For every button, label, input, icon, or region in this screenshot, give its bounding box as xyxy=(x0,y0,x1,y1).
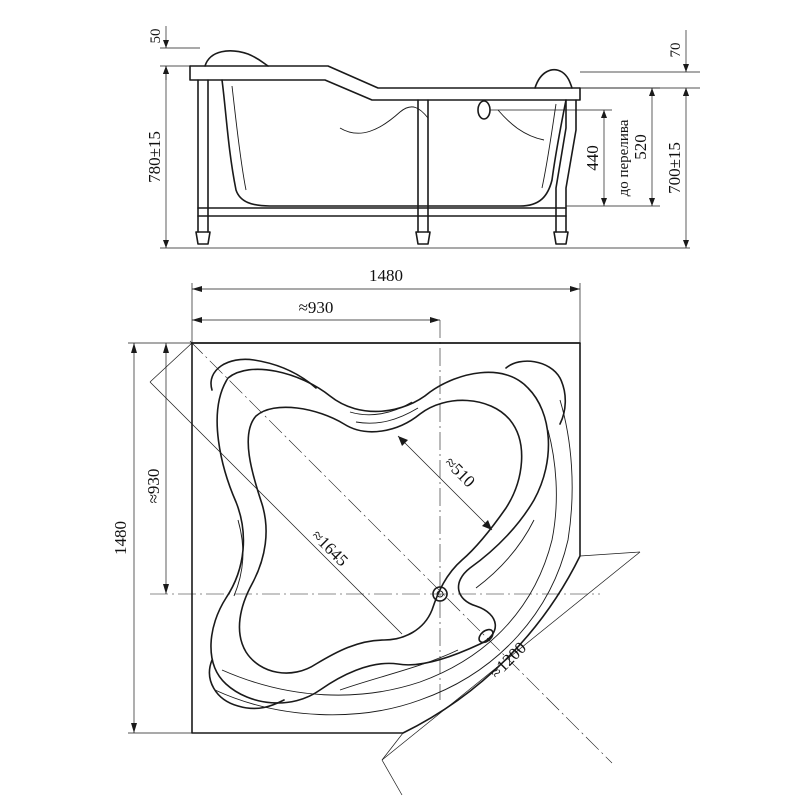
tub-body-outline xyxy=(221,79,567,207)
dim-width: 1480 xyxy=(369,266,403,285)
seat-curve-right xyxy=(497,109,545,141)
dim-overflow-note: до перелива xyxy=(616,119,632,196)
frame-leg-left xyxy=(197,79,209,233)
dim-top-left: 50 xyxy=(148,29,164,44)
side-view: 50 780±15 70 700±15 520 440 до перелива xyxy=(145,26,700,249)
dim-rim-height: 700±15 xyxy=(665,142,684,194)
dim-half-depth: ≈930 xyxy=(144,469,163,504)
tub-inner-left xyxy=(231,85,247,191)
rim-inner-arc xyxy=(214,399,573,716)
dim-depth: 1480 xyxy=(111,521,130,555)
ridge-4 xyxy=(339,649,459,691)
dim-seat: ≈510 xyxy=(441,453,479,491)
frame-leg-middle xyxy=(417,99,429,233)
dim-total-height: 780±15 xyxy=(145,131,164,183)
frame-crossbar xyxy=(197,207,567,217)
basin-inner-outline xyxy=(238,399,523,674)
dim-diagonal: ≈1645 xyxy=(308,526,352,570)
foot-right xyxy=(553,231,569,245)
ridge-5 xyxy=(475,519,535,589)
plan-overflow-hole xyxy=(478,628,494,644)
right-headrest xyxy=(534,68,573,89)
ridge-2 xyxy=(355,407,419,424)
rim-lower-edge xyxy=(189,65,581,101)
foot-left xyxy=(195,231,211,245)
headrest-bottom-left xyxy=(208,659,285,710)
left-headrest xyxy=(204,50,269,67)
dim-overflow: 440 xyxy=(583,145,602,171)
plan-outer-outline xyxy=(191,342,581,734)
dim-half-width: ≈930 xyxy=(299,298,334,317)
headrest-top-left xyxy=(210,358,317,391)
foot-middle xyxy=(415,231,431,245)
rim-top-edge xyxy=(189,65,581,89)
frame-leg-right xyxy=(555,99,577,233)
basin-outer-outline xyxy=(210,368,550,704)
ridge-3 xyxy=(233,519,244,597)
seat-curve-left xyxy=(339,106,429,134)
dim-inner-depth: 520 xyxy=(631,134,650,160)
headrest-top-right xyxy=(505,360,567,425)
centerline-diagonal xyxy=(189,340,613,764)
tub-inner-right xyxy=(541,103,557,189)
dim-top-right: 70 xyxy=(668,43,684,58)
overflow-hole xyxy=(477,100,491,120)
plan-view: 1480 ≈930 1480 ≈930 ≈1645 ≈510 ≈1200 xyxy=(111,266,641,796)
ridge-1 xyxy=(349,401,413,416)
